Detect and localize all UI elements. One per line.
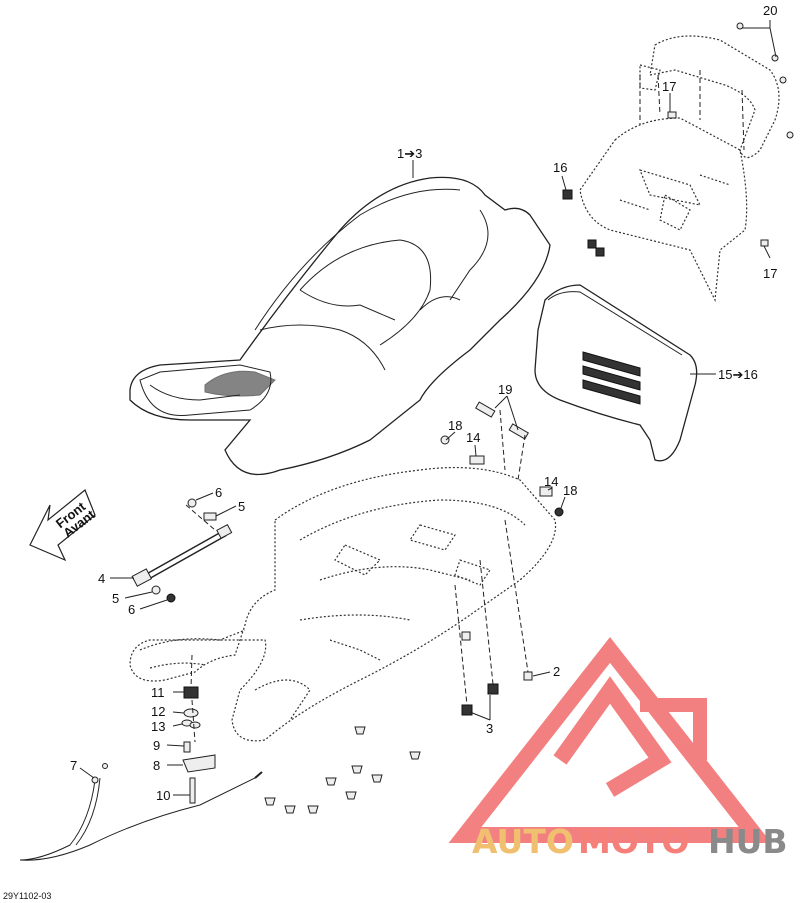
- callout-17-bottom[interactable]: 17: [763, 266, 777, 281]
- callout-15-16[interactable]: 15➔16: [718, 367, 758, 382]
- callout-11[interactable]: 11: [151, 685, 165, 700]
- watermark-part-auto: AUTO: [472, 822, 574, 861]
- callout-6-top[interactable]: 6: [215, 485, 222, 500]
- watermark-part-moto: MOTO: [578, 822, 689, 861]
- watermark-part-hub: HUB: [708, 822, 788, 861]
- callout-4[interactable]: 4: [98, 571, 105, 586]
- callout-13[interactable]: 13: [151, 719, 165, 734]
- callout-10[interactable]: 10: [156, 788, 170, 803]
- gas-strut-part[interactable]: [131, 523, 233, 587]
- callout-19[interactable]: 19: [498, 382, 512, 397]
- callout-6-bottom[interactable]: 6: [128, 602, 135, 617]
- watermark-logo-icon: [448, 637, 772, 843]
- callout-14-left[interactable]: 14: [466, 430, 480, 445]
- callout-labels: 1➔3 15➔16 20 17 16 17 19 18 14 14 18 6 5…: [70, 3, 777, 803]
- backrest-bracket-part[interactable]: [579, 35, 780, 303]
- callout-2[interactable]: 2: [553, 664, 560, 679]
- callout-17-top[interactable]: 17: [662, 79, 676, 94]
- front-direction-arrow-icon: Front Avant: [29, 489, 98, 562]
- callout-12[interactable]: 12: [151, 704, 165, 719]
- seat-base-part[interactable]: [129, 466, 557, 742]
- callout-1-3[interactable]: 1➔3: [397, 146, 422, 161]
- callout-14-right[interactable]: 14: [544, 474, 558, 489]
- hardware-group: [151, 22, 794, 814]
- leader-lines: [79, 20, 777, 796]
- callout-3[interactable]: 3: [486, 721, 493, 736]
- callout-18-left[interactable]: 18: [448, 418, 462, 433]
- diagram-code: 29Y1102-03: [3, 891, 51, 901]
- callout-9[interactable]: 9: [153, 738, 160, 753]
- alignment-lines: [185, 70, 745, 743]
- release-cable-part[interactable]: [19, 763, 263, 861]
- callout-5-bottom[interactable]: 5: [112, 591, 119, 606]
- callout-5-top[interactable]: 5: [238, 499, 245, 514]
- watermark-wordmark: AUTO MOTO HUB: [472, 822, 788, 861]
- backrest-part[interactable]: [534, 284, 698, 462]
- callout-16[interactable]: 16: [553, 160, 567, 175]
- callout-8[interactable]: 8: [153, 758, 160, 773]
- callout-7[interactable]: 7: [70, 758, 77, 773]
- callout-20[interactable]: 20: [763, 3, 777, 18]
- seat-cover-part[interactable]: [129, 176, 551, 476]
- callout-18-right[interactable]: 18: [563, 483, 577, 498]
